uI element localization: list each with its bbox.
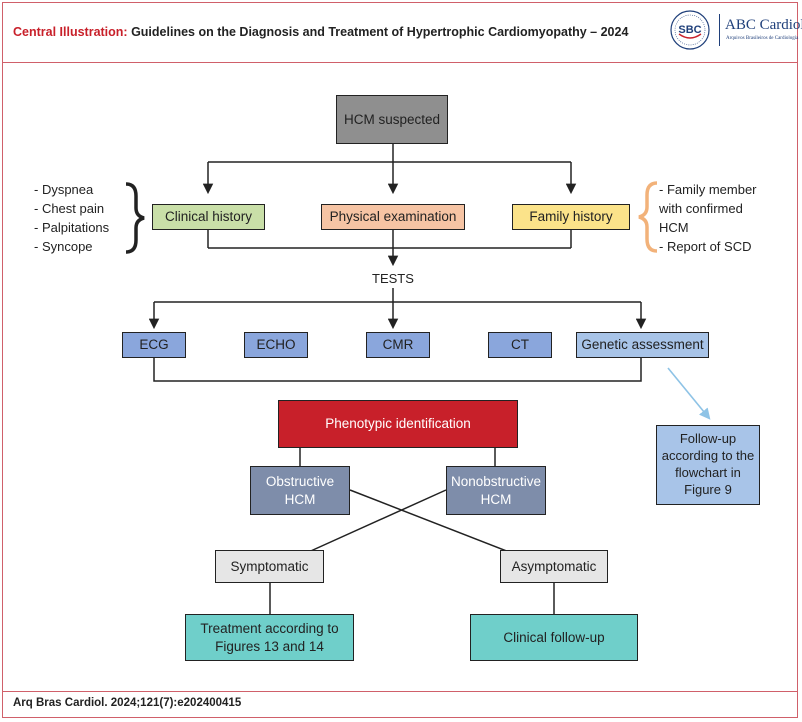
physical-exam-box: Physical examination xyxy=(321,204,465,230)
title-main: Guidelines on the Diagnosis and Treatmen… xyxy=(131,25,629,39)
genetic-followup-box: Follow-up according to the flowchart in … xyxy=(656,425,760,505)
connector-obstructive-asymptomatic xyxy=(349,489,528,560)
footer: Arq Bras Cardiol. 2024;121(7):e202400415 xyxy=(3,691,797,717)
family-history-box: Family history xyxy=(512,204,630,230)
header: Central Illustration: Guidelines on the … xyxy=(3,3,797,63)
family-notes-list: - Family member with confirmed HCM - Rep… xyxy=(659,180,757,256)
left-brace xyxy=(125,182,145,254)
treatment-box: Treatment according to Figures 13 and 14 xyxy=(185,614,354,661)
family-note: HCM xyxy=(659,220,689,235)
test-echo-box: ECHO xyxy=(244,332,308,358)
asymptomatic-box: Asymptomatic xyxy=(500,550,608,583)
page-title: Central Illustration: Guidelines on the … xyxy=(13,25,628,39)
journal-logo-name: ABC Cardiol xyxy=(725,17,802,33)
symptom-item: - Dyspnea xyxy=(34,182,94,197)
journal-logo-subtitle: Arquivos Brasileiros de Cardiologia xyxy=(726,36,799,41)
sbc-seal-logo: SBC xyxy=(670,10,710,50)
symptomatic-box: Symptomatic xyxy=(215,550,324,583)
symptom-list: - Dyspnea - Chest pain - Palpitations - … xyxy=(34,180,109,256)
test-ct-box: CT xyxy=(488,332,552,358)
family-note: - Family member xyxy=(659,182,757,197)
test-ecg-box: ECG xyxy=(122,332,186,358)
family-note: - Report of SCD xyxy=(659,239,752,254)
test-cmr-box: CMR xyxy=(366,332,430,358)
seal-text: SBC xyxy=(678,24,701,36)
title-prefix: Central Illustration: xyxy=(13,25,128,39)
citation: Arq Bras Cardiol. 2024;121(7):e202400415 xyxy=(13,697,242,709)
hcm-suspected-box: HCM suspected xyxy=(336,95,448,144)
clinical-history-box: Clinical history xyxy=(152,204,265,230)
nonobstructive-hcm-box: Nonobstructive HCM xyxy=(446,466,546,515)
family-note: with confirmed xyxy=(659,201,743,216)
arrow-genetic-followup xyxy=(667,367,711,420)
connector-tests-bottom xyxy=(153,358,642,382)
right-brace xyxy=(638,181,658,253)
test-genetic-box: Genetic assessment xyxy=(576,332,709,358)
obstructive-hcm-box: Obstructive HCM xyxy=(250,466,350,515)
clinical-followup-box: Clinical follow-up xyxy=(470,614,638,661)
connector-nonobstructive-symptomatic xyxy=(292,489,447,560)
phenotypic-identification-box: Phenotypic identification xyxy=(278,400,518,448)
tests-label: TESTS xyxy=(372,271,414,286)
logo-divider xyxy=(719,14,720,46)
symptom-item: - Palpitations xyxy=(34,220,110,235)
symptom-item: - Syncope xyxy=(34,239,93,254)
symptom-item: - Chest pain xyxy=(34,201,105,216)
